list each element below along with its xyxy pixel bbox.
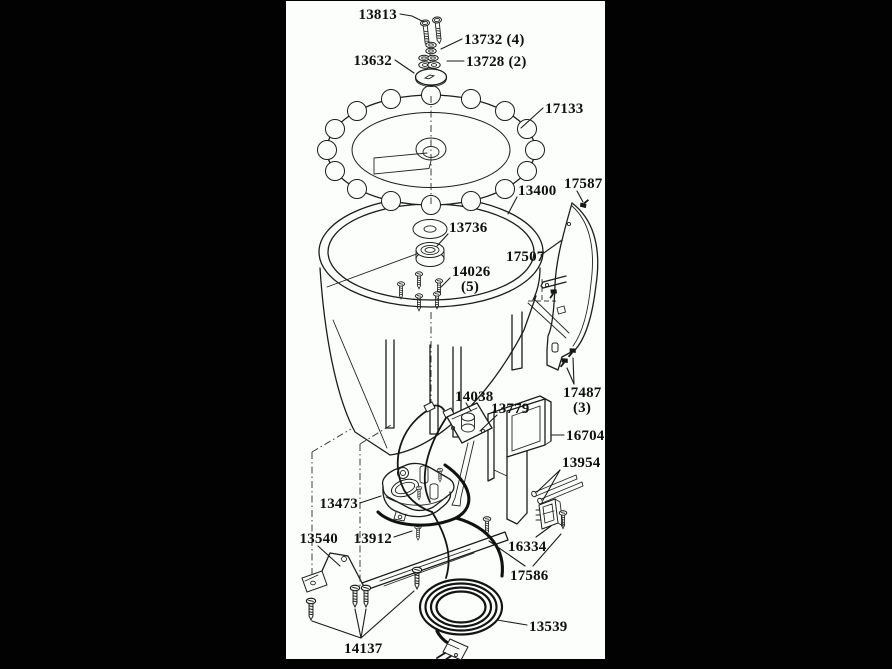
part-label-count-17487: (3) bbox=[573, 400, 591, 416]
leader-line-13912 bbox=[393, 530, 413, 538]
leader-line-14038 bbox=[465, 402, 472, 412]
cord-plug bbox=[436, 638, 469, 661]
part-label-13632: 13632 bbox=[354, 53, 393, 69]
part-label-16334: 16334 bbox=[508, 539, 547, 555]
leader-line-13736 bbox=[436, 233, 449, 247]
leader-line-17487 bbox=[566, 367, 575, 385]
part-label-count-14026: (5) bbox=[461, 279, 479, 295]
part-label-17586: 17586 bbox=[510, 568, 549, 584]
leader-line-13540 bbox=[317, 545, 341, 567]
leader-line-14137 bbox=[354, 608, 362, 639]
side-panel-17507 bbox=[546, 202, 599, 371]
leader-line-13632 bbox=[394, 59, 415, 74]
part-label-17507: 17507 bbox=[506, 249, 545, 265]
leader-line-13473 bbox=[359, 495, 382, 504]
part-label-14026: 14026 bbox=[452, 264, 491, 280]
bearing-boss bbox=[412, 219, 448, 239]
part-label-14137: 14137 bbox=[344, 641, 383, 657]
part-label-13539: 13539 bbox=[529, 619, 568, 635]
leader-line-17587 bbox=[576, 190, 584, 203]
part-label-13954: 13954 bbox=[562, 455, 601, 471]
part-label-13779: 13779 bbox=[491, 401, 530, 417]
leader-line-13539 bbox=[496, 619, 528, 626]
leader-line-14137 bbox=[311, 620, 362, 639]
part-label-13813: 13813 bbox=[359, 7, 398, 23]
part-label-16704: 16704 bbox=[566, 428, 605, 444]
bearing-13736 bbox=[415, 242, 445, 267]
part-label-17133: 17133 bbox=[545, 101, 584, 117]
part-label-13728: 13728 (2) bbox=[466, 54, 527, 70]
seal-cap-13632 bbox=[414, 68, 448, 87]
gear-key-slot bbox=[373, 152, 432, 175]
part-label-14038: 14038 bbox=[455, 389, 494, 405]
wire-harness-14038 bbox=[396, 401, 455, 513]
part-label-17587: 17587 bbox=[564, 176, 603, 192]
leader-line-17133 bbox=[520, 107, 544, 129]
washer bbox=[425, 47, 437, 55]
exploded-diagram: 13813 13732 (4) 13632 13728 (2) 17133 13400 17… bbox=[300, 7, 605, 661]
washer bbox=[425, 41, 437, 49]
part-label-13540: 13540 bbox=[300, 531, 339, 547]
leader-line-16334 bbox=[535, 525, 552, 538]
leader-line-13813 bbox=[399, 13, 425, 23]
part-labels: 13813 13732 (4) 13632 13728 (2) 17133 13400 17… bbox=[300, 7, 605, 657]
panel-bracket-arm bbox=[540, 275, 567, 289]
leader-line-14137 bbox=[360, 590, 415, 639]
leader-line-14137 bbox=[360, 608, 367, 639]
leader-line-14026 bbox=[440, 277, 451, 288]
part-label-13736: 13736 bbox=[449, 220, 488, 236]
drive-gear-17133 bbox=[317, 85, 545, 215]
leader-line-13779 bbox=[479, 414, 498, 432]
pins-13954 bbox=[531, 474, 584, 505]
washer bbox=[427, 61, 441, 69]
washers-13728 bbox=[418, 61, 441, 69]
power-cord-13539 bbox=[376, 463, 504, 661]
motor-13473 bbox=[381, 462, 455, 522]
leader-line-13732 bbox=[440, 38, 463, 50]
part-label-13473: 13473 bbox=[320, 496, 359, 512]
support-bracket-16704 bbox=[487, 395, 552, 525]
leader-line-17586 bbox=[488, 540, 526, 567]
washer bbox=[427, 54, 439, 62]
part-label-17487: 17487 bbox=[563, 385, 602, 401]
switch-13779 bbox=[446, 402, 493, 507]
leader-line-13400 bbox=[507, 196, 518, 215]
part-label-13732: 13732 (4) bbox=[464, 32, 525, 48]
part-label-13400: 13400 bbox=[518, 183, 557, 199]
leader-line-17586 bbox=[532, 533, 562, 567]
leader-line-17507 bbox=[540, 239, 563, 256]
leader-line-13954 bbox=[536, 469, 561, 493]
leader-line-13954 bbox=[542, 469, 561, 501]
base-plate-13540 bbox=[301, 531, 509, 593]
leader-line-17487 bbox=[572, 357, 575, 385]
part-label-13912: 13912 bbox=[354, 531, 393, 547]
leader-lines bbox=[311, 13, 584, 639]
